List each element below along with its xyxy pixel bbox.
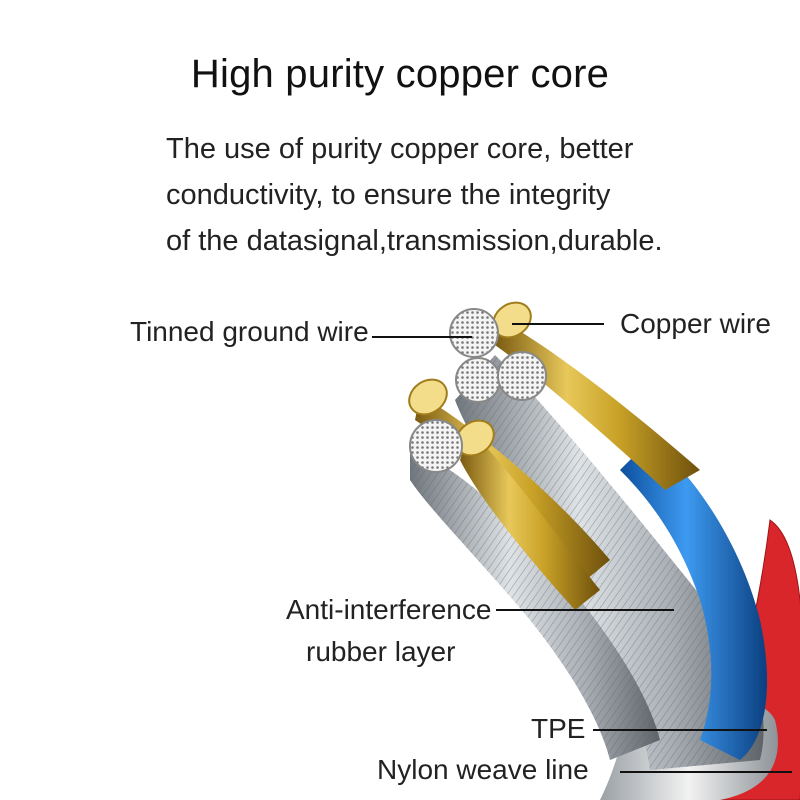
leader-copper-wire bbox=[512, 323, 604, 325]
description: The use of purity copper core, better co… bbox=[166, 126, 726, 264]
tinned-strand-end-2 bbox=[455, 357, 501, 403]
copper-wire-top bbox=[495, 320, 700, 490]
label-nylon-weave-line: Nylon weave line bbox=[377, 754, 589, 785]
description-line-2: conductivity, to ensure the integrity bbox=[166, 179, 611, 211]
tinned-strand-end-3 bbox=[497, 351, 547, 401]
description-line-3: of the datasignal,transmission,durable. bbox=[166, 225, 663, 257]
copper-wire-lower bbox=[460, 430, 600, 610]
leader-nylon-weave-line bbox=[620, 771, 792, 773]
leader-tpe bbox=[593, 729, 767, 731]
label-copper-wire: Copper wire bbox=[620, 308, 771, 339]
blue-wire bbox=[620, 440, 768, 760]
leader-tinned-ground-wire bbox=[372, 336, 472, 338]
description-line-1: The use of purity copper core, better bbox=[166, 133, 634, 165]
label-tpe: TPE bbox=[531, 713, 586, 744]
tinned-strand-end-1 bbox=[449, 308, 499, 358]
label-tinned-ground-wire: Tinned ground wire bbox=[130, 316, 369, 347]
leader-anti-interference bbox=[496, 609, 674, 611]
tinned-strand-end-4 bbox=[409, 419, 463, 473]
label-anti-interference-2: rubber layer bbox=[306, 636, 456, 667]
label-anti-interference-1: Anti-interference bbox=[286, 594, 492, 625]
page-title: High purity copper core bbox=[190, 52, 610, 96]
